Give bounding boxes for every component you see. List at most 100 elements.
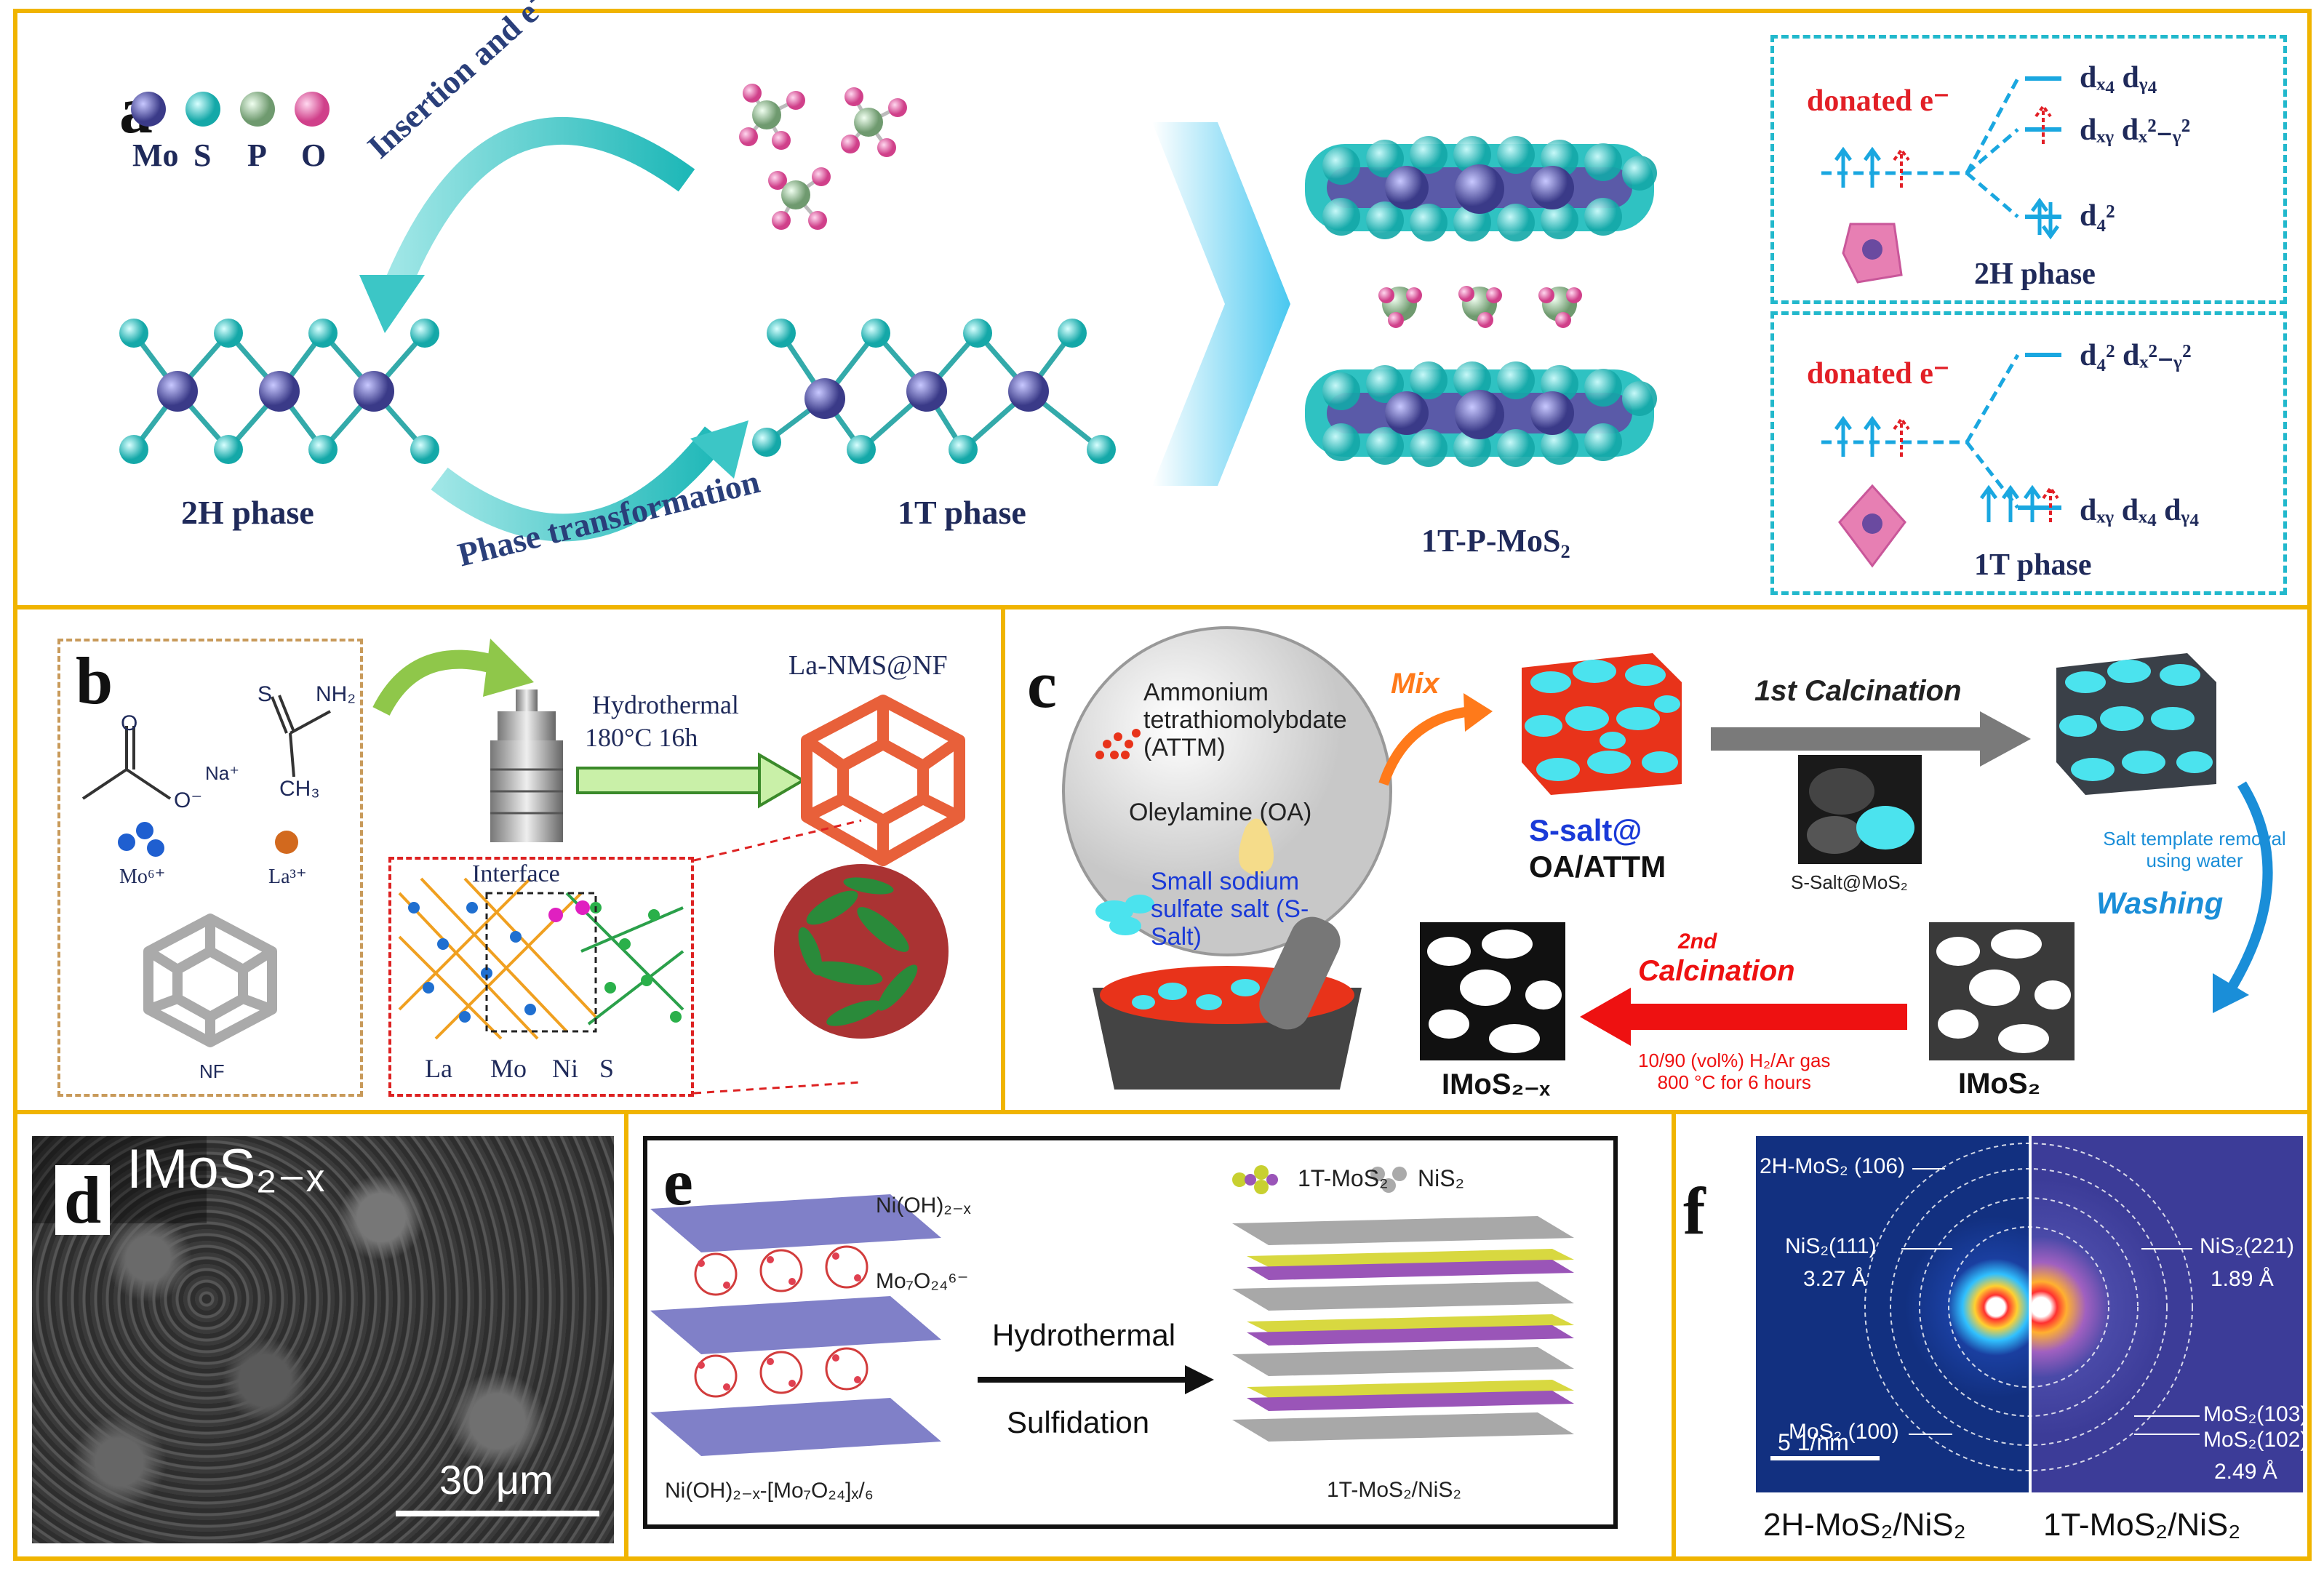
level-1t-low: dₓᵧ dₓ₄ dᵧ₄: [2080, 494, 2199, 527]
saed-label-mos2-102: MoS₂(102): [2203, 1428, 2308, 1452]
saed-label-mos2-100: MoS₂ (100): [1789, 1420, 1899, 1444]
precursor-box: [57, 639, 363, 1097]
washing-arrow: [2213, 781, 2273, 1013]
energy-box-1t: [1770, 311, 2287, 595]
calcination-2-label: Calcination: [1638, 955, 1795, 987]
element-s: S: [599, 1054, 615, 1083]
mix-label: Mix: [1391, 668, 1439, 700]
saed-label-249: 2.49 Å: [2214, 1460, 2277, 1484]
saed-label-189: 1.89 Å: [2211, 1267, 2274, 1291]
calcination-inset: [1798, 755, 1922, 864]
interface-lattice: [398, 877, 684, 1040]
legend-nis2: NiS₂: [1418, 1165, 1464, 1191]
panel-e: e Ni(OH)₂₋ₓ Mo₇O₂₄⁶⁻ Hydrothermal Sulfid…: [624, 1110, 1676, 1561]
acetate-o: O: [121, 711, 138, 735]
level-1t-top: d₄² dₓ²₋ᵧ²: [2080, 339, 2192, 372]
saed-left: [1756, 1136, 2029, 1492]
energy-box-2h: [1770, 35, 2287, 304]
ion-na: Na⁺: [205, 762, 239, 784]
panel-d-label: d: [55, 1165, 111, 1235]
ion-la: La³⁺: [268, 866, 307, 888]
saed-label-327: 3.27 Å: [1803, 1267, 1866, 1291]
saed-scale-label: 5 1/nm: [1778, 1429, 1849, 1455]
ion-mo: Mo⁶⁺: [119, 866, 166, 888]
legend-o: O: [301, 137, 327, 173]
calcination-2-arrow: [1580, 988, 1907, 1046]
acetate-o-minus: O⁻: [174, 788, 203, 812]
nf-label: NF: [199, 1060, 225, 1082]
panel-f: f 2H-MoS₂ (106) NiS₂(111) 3.27 Å MoS₂ (1…: [1672, 1110, 2312, 1561]
energy-levels-1t: [1821, 353, 2061, 568]
sem-image: [32, 1136, 614, 1543]
energy-levels-2h: [1821, 76, 2061, 284]
ldh-layer-label: Ni(OH)₂₋ₓ: [876, 1194, 971, 1218]
saed-label-nis2-221: NiS₂(221): [2200, 1234, 2295, 1258]
intermediate-label-1: S-salt@: [1529, 813, 1642, 847]
zoom-lines: [693, 819, 949, 1095]
structure-2h: [119, 319, 439, 464]
level-2h-mid: dₓᵧ dₓ²₋ᵧ²: [2080, 113, 2191, 147]
precursor-label: Ni(OH)₂₋ₓ-[Mo₇O₂₄]ₓ/₆: [665, 1479, 874, 1503]
calcination-1-arrow: [1711, 711, 2031, 767]
interface-box: [388, 857, 694, 1097]
product-la-nms: La-NMS@NF: [788, 650, 948, 681]
element-mo: Mo: [490, 1054, 527, 1083]
calcination-2-top: 2nd: [1678, 930, 1717, 954]
level-2h-top: dₓ₄ dᵧ₄: [2080, 61, 2157, 95]
autoclave: [490, 689, 563, 842]
thio-nh2: NH₂: [316, 682, 356, 706]
panel-c: c Ammonium tetrathiomolybdate (ATTM) Ole…: [1001, 605, 2312, 1114]
la-nms-foam: [801, 695, 965, 866]
process-chevron-arrow: [1152, 122, 1290, 486]
legend-1t-mos2: 1T-MoS₂: [1298, 1165, 1389, 1191]
imos2-label: IMoS₂: [1958, 1068, 2041, 1100]
imos2x-label: IMoS₂₋ₓ: [1442, 1068, 1551, 1100]
salt-cube-2: [2056, 653, 2216, 795]
product-layers: [1232, 1216, 1574, 1442]
ldh-layers: [650, 1194, 941, 1456]
intercalated-mos2: [1305, 136, 1657, 467]
saed-label-nis2-111: NiS₂(111): [1785, 1234, 1877, 1258]
reagent-attm: Ammonium tetrathiomolybdate (ATTM): [1143, 679, 1347, 761]
mix-arrow: [1378, 693, 1493, 786]
imos2-porous: [1929, 922, 2075, 1060]
mortar-circle: [1062, 626, 1392, 1090]
reagent-salt: Small sodium sulfate salt (S-Salt): [1151, 868, 1309, 951]
saed-rings: [1770, 1136, 2200, 1492]
product-legend-icons: [1232, 1165, 1407, 1194]
saed-label-mos2-103: MoS₂(103): [2203, 1402, 2308, 1426]
caption-2h: 2H-MoS₂/NiS₂: [1763, 1507, 1966, 1543]
panel-f-label: f: [1683, 1174, 1706, 1248]
legend-mo: Mo: [132, 137, 179, 173]
reaction-arrow: [978, 1365, 1214, 1394]
green-curved-arrow: [372, 639, 534, 716]
anion-label: Mo₇O₂₄⁶⁻: [876, 1269, 969, 1293]
hydrothermal-conditions: 180°C 16h: [585, 723, 698, 752]
phase-2h-label: 2H phase: [181, 494, 314, 531]
caption-1t: 1T-MoS₂/NiS₂: [2043, 1507, 2241, 1543]
hydrothermal-arrow: [576, 752, 806, 809]
thio-s: S: [257, 682, 273, 706]
level-2h-low: d₄²: [2080, 199, 2115, 233]
interface-label: Interface: [472, 860, 560, 887]
calcination-1-label: 1st Calcination: [1754, 675, 1962, 707]
sem-scale-bar: [396, 1511, 599, 1516]
saed-label-2h-106: 2H-MoS₂ (106): [1760, 1154, 1906, 1178]
atom-legend: [131, 92, 330, 127]
panel-b: b O O⁻ S NH₂ CH₃ Na⁺ Mo⁶⁺ La³⁺ NF Hydrot…: [13, 605, 1005, 1114]
saed-right: [2030, 1136, 2303, 1492]
phase-1t-label: 1T phase: [898, 494, 1026, 531]
step-hydrothermal: Hydrothermal: [992, 1318, 1176, 1352]
thio-ch3: CH₃: [279, 777, 320, 801]
panel-d: d IMoS₂₋ₓ 30 μm: [13, 1110, 628, 1561]
hydrothermal-label: Hydrothermal: [592, 690, 739, 719]
imos2x-porous: [1420, 922, 1565, 1060]
product-label: 1T-MoS₂/NiS₂: [1327, 1478, 1461, 1502]
cycle-arrows: [359, 116, 748, 542]
sem-scale-label: 30 μm: [439, 1457, 554, 1503]
washing-label: Washing: [2096, 886, 2224, 920]
reagent-oa: Oleylamine (OA): [1129, 799, 1312, 826]
inset-label: S-Salt@MoS₂: [1791, 871, 1908, 893]
ion-dots: [118, 822, 298, 857]
nf-foam: [143, 914, 277, 1047]
